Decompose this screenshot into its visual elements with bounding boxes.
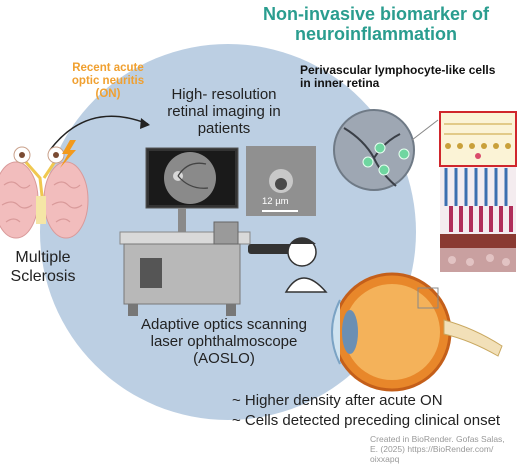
onset-label: Recent acute optic neuritis (ON)	[71, 62, 145, 100]
scale-bar-label: 12 µm	[262, 196, 289, 207]
perivascular-zoom	[333, 109, 415, 191]
cell-image	[246, 146, 316, 216]
onset-arrow	[49, 115, 149, 151]
retina-layers	[439, 111, 517, 272]
perivascular-label: Perivascular lymphocyte-like cells in in…	[300, 63, 496, 90]
brain-icon	[0, 146, 89, 239]
imaging-label: High- resolution retinal imaging in pati…	[167, 86, 281, 137]
finding-higher-density: ~ Higher density after acute ON	[232, 392, 443, 409]
lymphocyte-cell	[374, 142, 386, 154]
lymphocyte-cell	[362, 156, 374, 168]
lymphocyte-cell	[398, 148, 410, 160]
instrument-label: Adaptive optics scanning laser ophthalmo…	[141, 316, 307, 367]
fundus-monitor	[145, 147, 239, 232]
lightning-icon	[60, 140, 76, 168]
patient-icon	[248, 237, 328, 293]
eye-icon	[331, 272, 503, 392]
headline: Non-invasive biomarker of neuroinflammat…	[262, 4, 490, 44]
disease-label: Multiple Sclerosis	[10, 249, 76, 285]
credit-text: Created in BioRender. Gofas Salas, E. (2…	[370, 434, 505, 464]
aoslo-instrument	[119, 221, 251, 316]
lymphocyte-cell	[378, 164, 390, 176]
finding-preceding-onset: ~ Cells detected preceding clinical onse…	[232, 412, 501, 429]
